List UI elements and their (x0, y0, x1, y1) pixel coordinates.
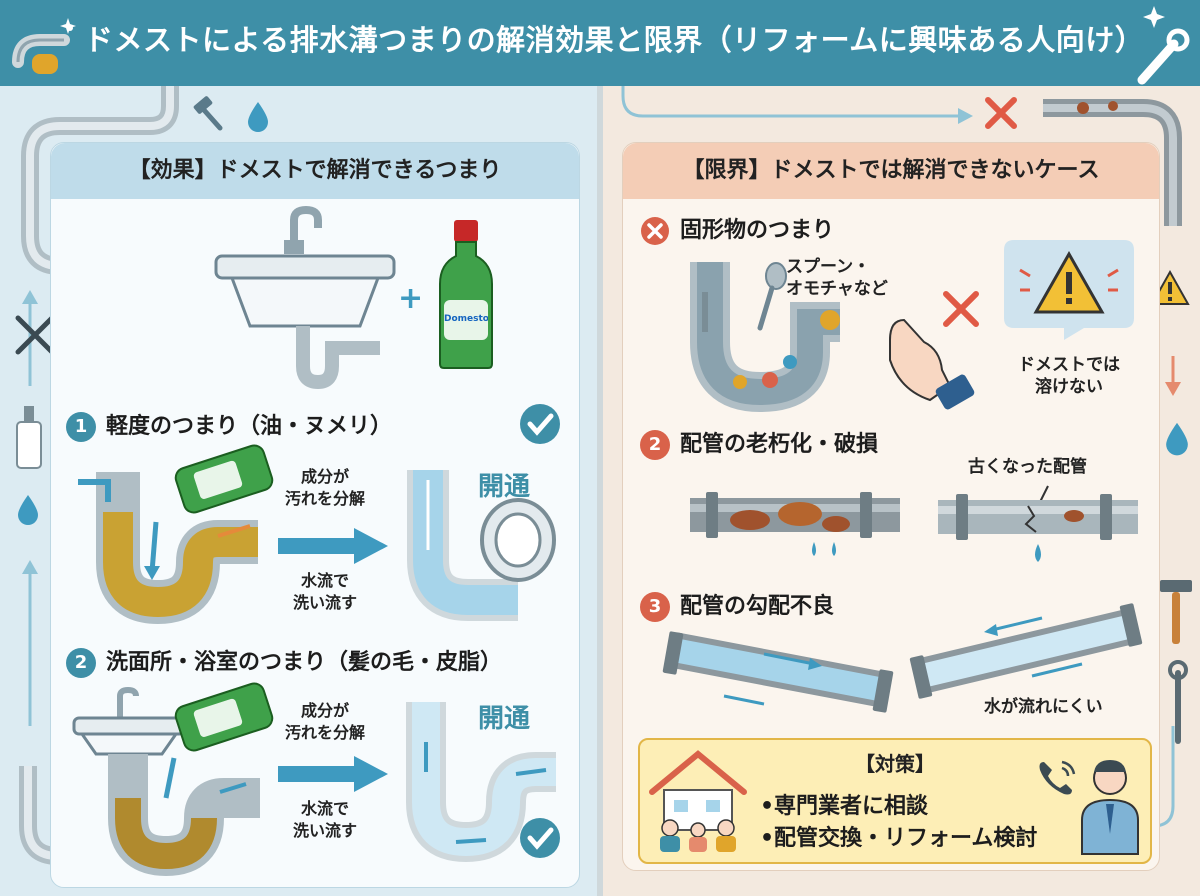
stop-hand-illustration (889, 291, 979, 410)
spoon-icon (757, 262, 787, 331)
result-label: 開通 (478, 704, 531, 734)
specialist-avatar (1081, 760, 1139, 855)
result-label: 開通 (478, 472, 531, 502)
sink-illustration (214, 205, 396, 390)
pouring-bottle-illustration (174, 682, 274, 752)
water-drop-icon (248, 102, 268, 132)
warning-bubble-illustration (1004, 240, 1134, 340)
right-pipe-decoration (621, 86, 1182, 828)
center-divider (597, 86, 603, 896)
case-number: 2 (640, 430, 670, 460)
case-note: スプーン・ オモチャなど (786, 257, 888, 299)
wrench-icon (1168, 660, 1188, 744)
countermeasure-item: •配管交換・リフォーム検討 (760, 826, 1038, 851)
reverse-slope-pipe-illustration (909, 603, 1143, 699)
wrench-icon (1137, 6, 1190, 85)
limit-heading: 【限界】ドメストでは解消できないケース (623, 143, 1159, 199)
faucet-icon (12, 18, 76, 74)
arrow-right-icon (278, 528, 388, 564)
case-number: 3 (640, 592, 670, 622)
case-title: 固形物のつまり (680, 218, 835, 243)
case-title: 配管の老朽化・破損 (680, 432, 879, 457)
pouring-bottle-illustration (174, 444, 274, 514)
section-number: 1 (66, 412, 96, 442)
soap-bottle-icon (16, 406, 42, 469)
section-title: 軽度のつまり（油・ヌメリ） (106, 414, 393, 439)
phone-call-icon (1039, 760, 1076, 795)
water-text: 水流で 洗い流す (292, 799, 357, 840)
arrow-right-icon (278, 756, 388, 792)
case-note: 古くなった配管 (968, 457, 1087, 477)
sloped-pipe-illustration (662, 631, 894, 713)
check-icon (520, 818, 560, 858)
hammer-icon (193, 96, 223, 131)
bathroom-pipe-illustration (72, 686, 260, 877)
water-text: 水流で 洗い流す (292, 571, 357, 612)
hammer-icon (1160, 580, 1192, 644)
house-icon (649, 750, 747, 852)
x-circle-icon (641, 217, 669, 245)
check-icon (520, 404, 560, 444)
clear-pipe-illustration (407, 470, 556, 621)
bottle-illustration (439, 220, 493, 369)
section-title: 洗面所・浴室のつまり（髪の毛・皮脂） (106, 650, 503, 675)
close-icon (985, 97, 1017, 129)
water-drop-icon (18, 495, 38, 525)
clear-pipe-illustration (406, 702, 556, 863)
countermeasure-title: 【対策】 (855, 752, 935, 776)
action-text: 成分が 汚れを分解 (284, 467, 365, 508)
warning-icon (1150, 269, 1190, 305)
plus-sign: + (398, 281, 424, 316)
tools-icon (15, 315, 55, 355)
section-number: 2 (66, 648, 96, 678)
header-bar (0, 0, 1200, 86)
page-title: ドメストによる排水溝つまりの解消効果と限界（リフォームに興味ある人向け） (84, 23, 1145, 57)
water-drop-icon (1166, 422, 1188, 456)
action-text: 成分が 汚れを分解 (284, 701, 365, 742)
bottle-label: Domestos (444, 314, 488, 324)
rusty-pipe-illustration (690, 492, 900, 556)
countermeasure-item: •専門業者に相談 (760, 794, 929, 819)
case-note: 水が流れにくい (984, 697, 1103, 717)
warning-text: ドメストでは 溶けない (1018, 355, 1120, 397)
case-title: 配管の勾配不良 (680, 594, 835, 619)
effect-heading: 【効果】ドメストで解消できるつまり (51, 143, 579, 199)
solid-clog-illustration (690, 262, 840, 413)
clogged-pipe-illustration (78, 472, 258, 625)
cracked-pipe-illustration (938, 485, 1138, 562)
